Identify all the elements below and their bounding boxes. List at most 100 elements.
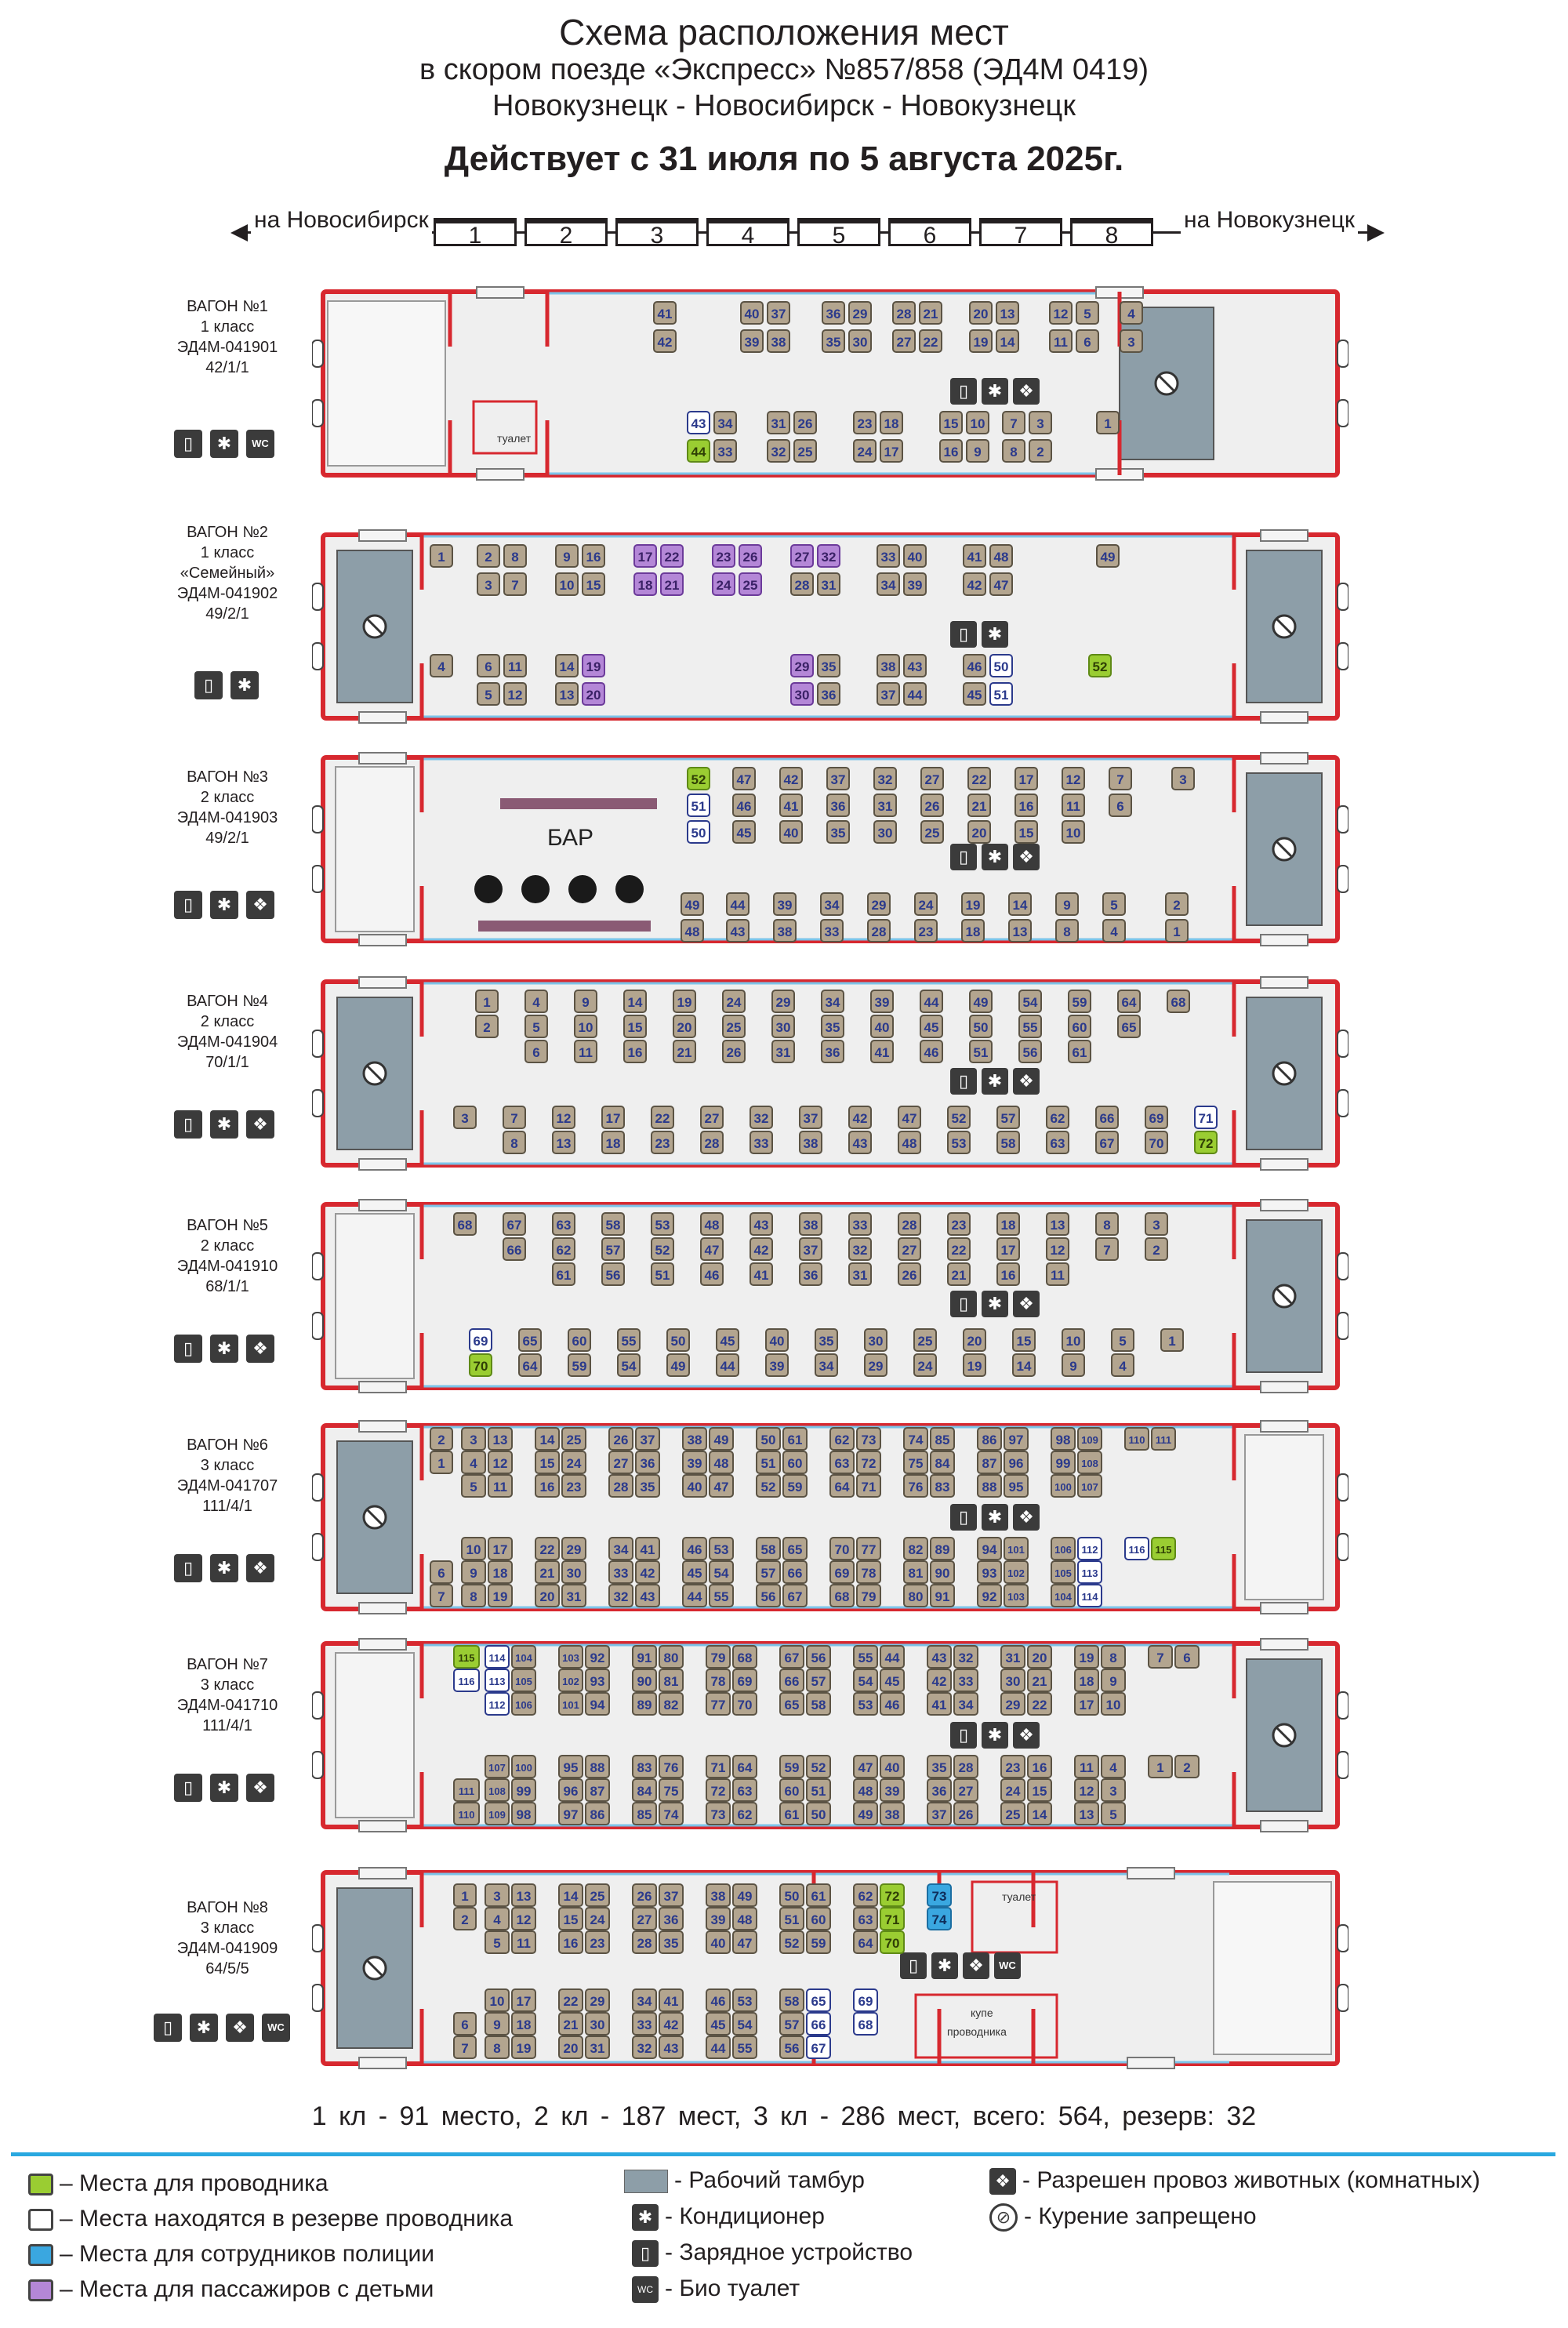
seat[interactable]: 18 [601, 1131, 625, 1154]
seat[interactable]: 10 [1062, 1328, 1085, 1352]
seat[interactable]: 1 [430, 1451, 453, 1474]
seat[interactable]: 4 [461, 1451, 486, 1474]
seat[interactable]: 48 [681, 919, 704, 942]
seat[interactable]: 40 [880, 1755, 905, 1778]
seat[interactable]: 18 [996, 1212, 1020, 1236]
seat[interactable]: 63 [732, 1778, 757, 1802]
seat[interactable]: 10 [485, 1988, 510, 2012]
seat[interactable]: 85 [632, 1802, 657, 1825]
seat[interactable]: 31 [873, 794, 897, 817]
seat[interactable]: 74 [659, 1802, 684, 1825]
seat[interactable]: 44 [706, 2036, 731, 2059]
seat[interactable]: 17 [601, 1106, 625, 1129]
seat[interactable]: 40 [870, 1015, 894, 1038]
seat[interactable]: 55 [709, 1584, 734, 1607]
seat[interactable]: 61 [806, 1883, 831, 1907]
seat[interactable]: 68 [853, 2012, 878, 2036]
seat[interactable]: 100 [1051, 1474, 1076, 1498]
seat[interactable]: 67 [779, 1645, 804, 1669]
seat[interactable]: 41 [653, 301, 677, 325]
seat[interactable]: 36 [799, 1262, 822, 1286]
seat[interactable]: 115 [1151, 1537, 1176, 1560]
seat[interactable]: 14 [535, 1427, 560, 1451]
seat[interactable]: 26 [953, 1802, 978, 1825]
seat[interactable]: 6 [477, 654, 500, 677]
seat[interactable]: 24 [853, 439, 877, 463]
seat[interactable]: 36 [822, 301, 845, 325]
seat[interactable]: 27 [920, 767, 944, 790]
seat[interactable]: 2 [430, 1427, 453, 1451]
seat[interactable]: 5 [1076, 301, 1099, 325]
seat[interactable]: 8 [461, 1584, 486, 1607]
seat[interactable]: 72 [880, 1883, 905, 1907]
seat[interactable]: 3 [1120, 329, 1143, 353]
seat[interactable]: 70 [829, 1537, 855, 1560]
seat[interactable]: 17 [633, 544, 657, 568]
seat[interactable]: 88 [585, 1755, 610, 1778]
seat[interactable]: 35 [659, 1930, 684, 1954]
seat[interactable]: 1 [475, 990, 499, 1013]
seat[interactable]: 8 [1002, 439, 1025, 463]
seat[interactable]: 2 [1145, 1237, 1168, 1261]
seat[interactable]: 56 [1018, 1040, 1042, 1063]
seat[interactable]: 101 [558, 1692, 583, 1716]
seat[interactable]: 2 [1165, 892, 1189, 916]
seat[interactable]: 59 [782, 1474, 808, 1498]
seat[interactable]: 46 [920, 1040, 943, 1063]
seat[interactable]: 39 [773, 892, 797, 916]
seat[interactable]: 44 [716, 1353, 739, 1377]
seat[interactable]: 21 [673, 1040, 696, 1063]
seat[interactable]: 20 [1027, 1645, 1052, 1669]
seat[interactable]: 29 [1000, 1692, 1025, 1716]
seat[interactable]: 13 [552, 1131, 575, 1154]
seat[interactable]: 37 [767, 301, 790, 325]
seat[interactable]: 7 [1095, 1237, 1119, 1261]
seat[interactable]: 32 [767, 439, 790, 463]
seat[interactable]: 107 [1077, 1474, 1102, 1498]
seat[interactable]: 92 [977, 1584, 1002, 1607]
seat[interactable]: 52 [779, 1930, 804, 1954]
seat[interactable]: 22 [558, 1988, 583, 2012]
seat[interactable]: 39 [740, 329, 764, 353]
seat[interactable]: 6 [1076, 329, 1099, 353]
seat[interactable]: 3 [461, 1427, 486, 1451]
seat[interactable]: 58 [756, 1537, 781, 1560]
seat[interactable]: 63 [853, 1907, 878, 1930]
seat[interactable]: 25 [585, 1883, 610, 1907]
seat[interactable]: 113 [1077, 1560, 1102, 1584]
seat[interactable]: 58 [806, 1692, 831, 1716]
seat[interactable]: 13 [511, 1883, 536, 1907]
seat[interactable]: 44 [903, 682, 927, 706]
seat[interactable]: 106 [1051, 1537, 1076, 1560]
seat[interactable]: 7 [453, 2036, 477, 2059]
seat[interactable]: 81 [659, 1669, 684, 1692]
seat[interactable]: 19 [963, 1353, 986, 1377]
seat[interactable]: 44 [687, 439, 710, 463]
seat[interactable]: 34 [821, 990, 844, 1013]
seat[interactable]: 29 [771, 990, 795, 1013]
seat[interactable]: 19 [961, 892, 985, 916]
seat[interactable]: 15 [582, 572, 605, 596]
seat[interactable]: 48 [898, 1131, 921, 1154]
seat[interactable]: 94 [977, 1537, 1002, 1560]
seat[interactable]: 13 [1008, 919, 1032, 942]
seat[interactable]: 19 [673, 990, 696, 1013]
seat[interactable]: 86 [977, 1427, 1002, 1451]
seat[interactable]: 61 [779, 1802, 804, 1825]
seat[interactable]: 10 [555, 572, 579, 596]
seat[interactable]: 90 [930, 1560, 955, 1584]
seat[interactable]: 40 [682, 1474, 707, 1498]
seat[interactable]: 45 [963, 682, 986, 706]
seat[interactable]: 57 [806, 1669, 831, 1692]
seat[interactable]: 85 [930, 1427, 955, 1451]
seat[interactable]: 107 [485, 1755, 510, 1778]
seat[interactable]: 33 [848, 1212, 872, 1236]
seat[interactable]: 2 [1174, 1755, 1200, 1778]
seat[interactable]: 17 [511, 1988, 536, 2012]
seat[interactable]: 9 [1062, 1353, 1085, 1377]
seat[interactable]: 49 [732, 1883, 757, 1907]
seat[interactable]: 4 [524, 990, 548, 1013]
seat[interactable]: 15 [623, 1015, 647, 1038]
seat[interactable]: 41 [870, 1040, 894, 1063]
seat[interactable]: 104 [511, 1645, 536, 1669]
